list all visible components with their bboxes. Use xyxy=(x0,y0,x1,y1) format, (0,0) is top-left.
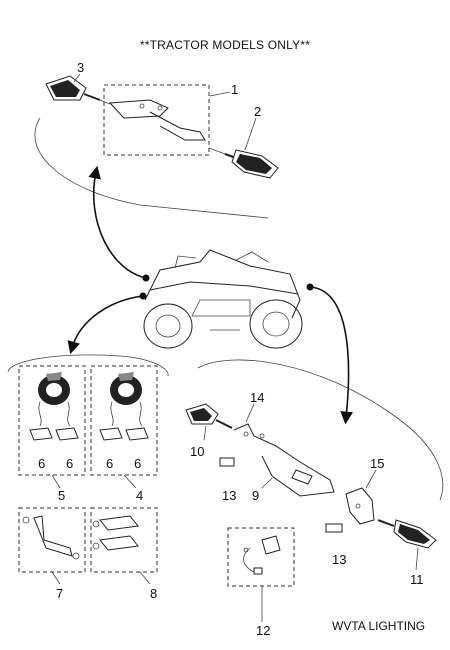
pad-6-b xyxy=(55,427,79,441)
turn-signal-right-rear xyxy=(377,519,437,549)
arrow-to-rear xyxy=(309,286,354,425)
callout-box-7 xyxy=(18,507,86,573)
headlight-bracket xyxy=(22,515,80,560)
right-region-outline xyxy=(197,359,444,501)
leader-1 xyxy=(209,91,231,97)
callout-14: 14 xyxy=(250,390,264,405)
leader-15 xyxy=(365,469,377,489)
reflector-13-b xyxy=(325,523,343,533)
pad-6-a xyxy=(29,427,53,441)
leader-2 xyxy=(244,117,257,151)
callout-box-4 xyxy=(90,365,158,476)
callout-10: 10 xyxy=(190,444,204,459)
rear-right-bracket xyxy=(345,487,375,525)
reflector-13-a xyxy=(219,457,235,467)
callout-box-12 xyxy=(227,527,295,587)
leader-4 xyxy=(123,474,137,489)
left-region-outline xyxy=(7,354,169,377)
front-signal-bracket xyxy=(108,99,206,141)
arrow-to-headlights xyxy=(67,295,144,355)
callout-6-b: 6 xyxy=(66,456,73,471)
callout-3: 3 xyxy=(77,60,84,75)
callout-2: 2 xyxy=(254,104,261,119)
leader-11 xyxy=(415,547,419,571)
turn-signal-left-front xyxy=(45,75,111,105)
callout-6-d: 6 xyxy=(134,456,141,471)
pad-6-d xyxy=(125,427,149,441)
callout-7: 7 xyxy=(56,586,63,601)
bracket-plates xyxy=(92,515,139,551)
turn-signal-right-front xyxy=(208,147,279,179)
callout-9: 9 xyxy=(252,488,259,503)
diagram-caption: WVTA LIGHTING xyxy=(332,619,426,633)
leader-10 xyxy=(203,425,207,441)
pad-6-c xyxy=(99,427,123,441)
callout-box-1 xyxy=(103,84,210,156)
leader-9 xyxy=(261,477,273,489)
callout-6-c: 6 xyxy=(106,456,113,471)
arrow-to-front xyxy=(88,165,147,279)
page-title: **TRACTOR MODELS ONLY** xyxy=(139,38,311,52)
leader-5 xyxy=(51,474,61,489)
callout-5: 5 xyxy=(58,488,65,503)
callout-13-a: 13 xyxy=(222,488,236,503)
leader-7 xyxy=(51,571,61,585)
top-region-outline xyxy=(34,117,269,219)
leader-3 xyxy=(73,73,81,83)
callout-box-8 xyxy=(90,507,158,573)
callout-6-a: 6 xyxy=(38,456,45,471)
callout-4: 4 xyxy=(136,488,143,503)
license-plate-bracket xyxy=(233,423,335,497)
leader-14 xyxy=(245,403,255,423)
callout-1: 1 xyxy=(231,82,238,97)
callout-13-b: 13 xyxy=(332,552,346,567)
atv-illustration xyxy=(143,249,303,349)
turn-signal-left-rear xyxy=(185,403,233,429)
callout-11: 11 xyxy=(410,572,424,587)
plate-light xyxy=(243,535,281,575)
callout-15: 15 xyxy=(370,456,384,471)
callout-8: 8 xyxy=(150,586,157,601)
callout-12: 12 xyxy=(256,623,270,638)
headlight-left xyxy=(38,372,71,427)
callout-box-5 xyxy=(18,365,86,476)
leader-8 xyxy=(139,571,151,585)
headlight-right xyxy=(110,372,143,427)
